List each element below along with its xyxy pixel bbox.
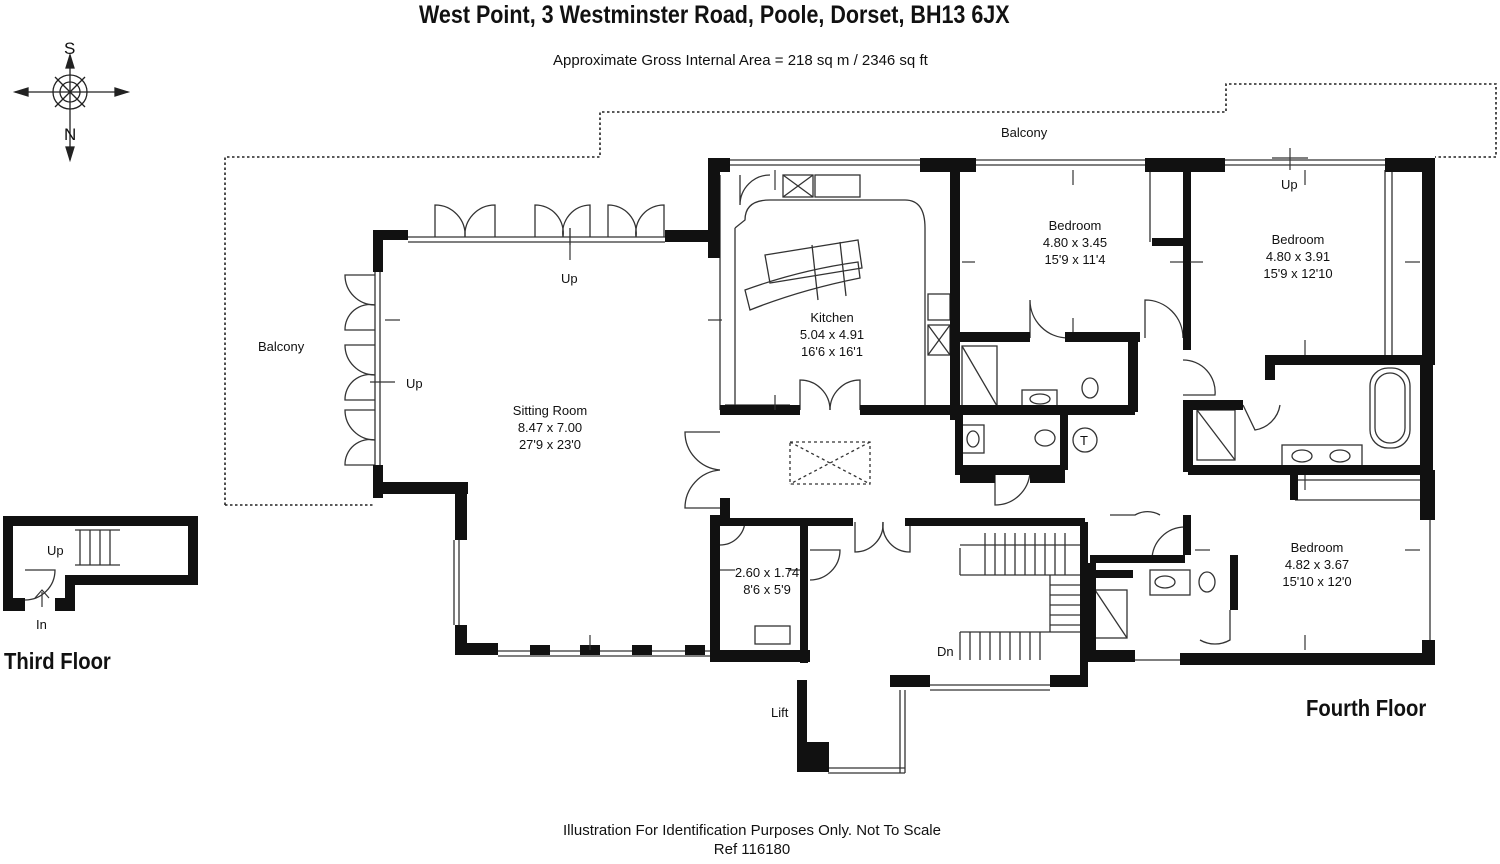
- up-label-sitting-top: Up: [561, 271, 578, 286]
- stairs: [959, 533, 1080, 660]
- dimension-markers: [34, 148, 1420, 650]
- page-title: West Point, 3 Westminster Road, Poole, D…: [419, 1, 1010, 29]
- walls: [3, 158, 1435, 772]
- toilet-label: T: [1080, 433, 1088, 448]
- area-subtitle: Approximate Gross Internal Area = 218 sq…: [553, 52, 928, 69]
- lift-label: Lift: [771, 705, 789, 720]
- fourth-floor-label: Fourth Floor: [1306, 695, 1427, 721]
- balcony-outline: [224, 83, 1497, 506]
- balcony-top-label: Balcony: [1001, 125, 1048, 140]
- up-label-sitting-left: Up: [406, 376, 423, 391]
- door-swings: [24, 174, 1281, 645]
- footer-note: Illustration For Identification Purposes…: [563, 822, 941, 858]
- compass-south-label: S: [64, 39, 76, 58]
- in-label: In: [36, 617, 47, 632]
- compass-north-label: N: [64, 125, 77, 144]
- balcony-left-label: Balcony: [258, 339, 305, 354]
- up-label-third-floor: Up: [47, 543, 64, 558]
- compass-icon: [12, 52, 131, 163]
- third-floor-label: Third Floor: [4, 648, 111, 674]
- up-label-bedroom: Up: [1281, 177, 1298, 192]
- thin-lines: [75, 159, 1431, 774]
- dn-label: Dn: [937, 644, 954, 659]
